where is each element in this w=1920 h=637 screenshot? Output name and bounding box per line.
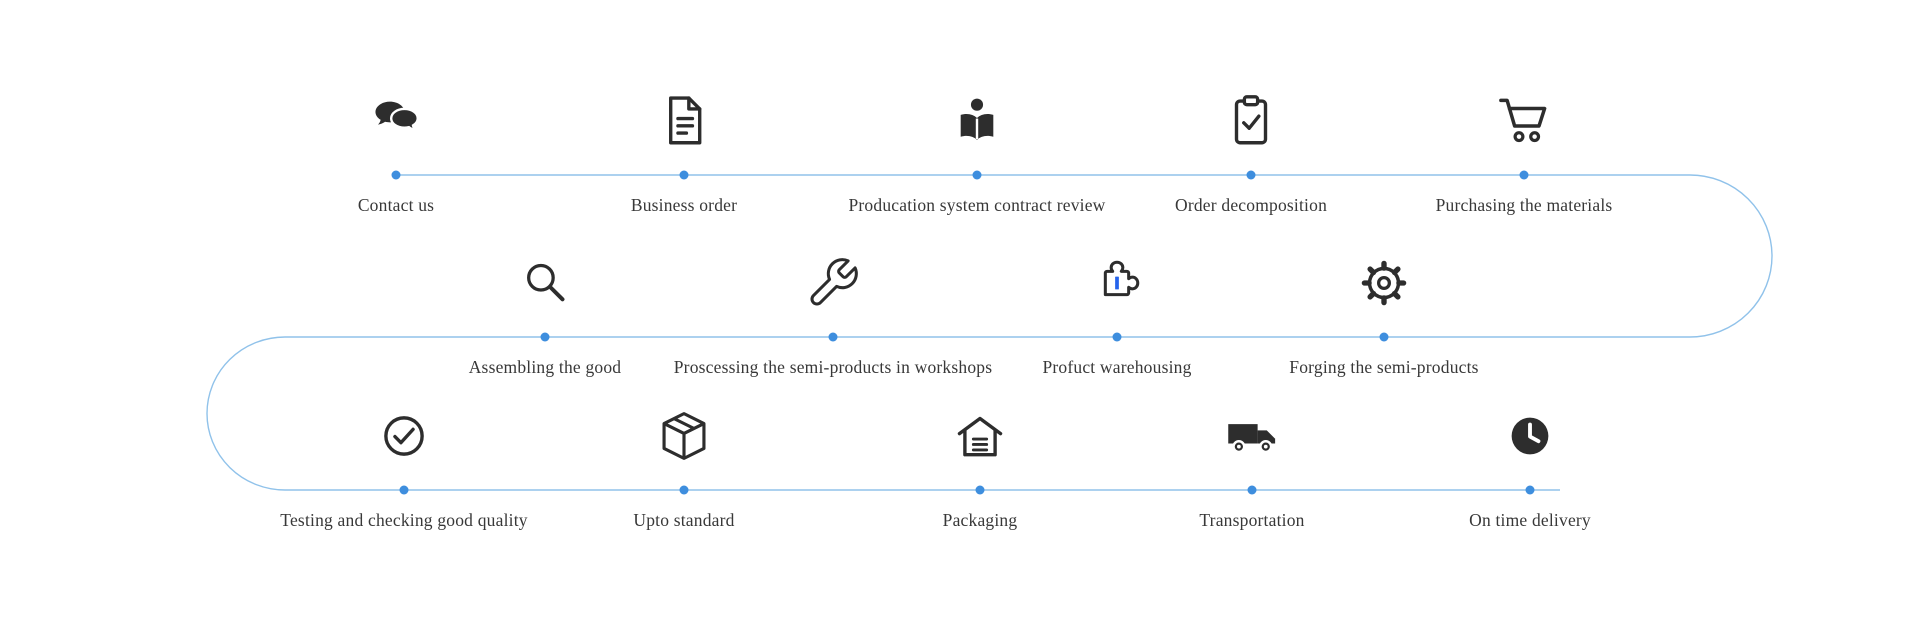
warehouse-icon — [951, 407, 1009, 465]
step-label: Upto standard — [633, 510, 735, 530]
step-label: Forging the semi-products — [1289, 357, 1479, 377]
step-label: Order decomposition — [1174, 195, 1328, 215]
step-dot — [399, 485, 409, 495]
step-dot — [828, 332, 838, 342]
step-dot — [1519, 170, 1529, 180]
step-on-time-delivery: On time delivery — [1300, 380, 1760, 595]
step-assembling: Assembling the good — [315, 227, 775, 442]
step-label: Producation system contract review — [848, 195, 1106, 215]
step-label: Contact us — [357, 195, 435, 215]
step-contact-us: Contact us — [166, 65, 626, 280]
document-icon — [655, 92, 713, 150]
step-label: Profuct warehousing — [1042, 357, 1192, 377]
step-dot — [1525, 485, 1535, 495]
check-circle-icon — [375, 407, 433, 465]
magnifier-icon — [517, 255, 573, 311]
step-dot — [972, 170, 982, 180]
package-box-icon — [655, 407, 713, 465]
step-label: Business order — [630, 195, 738, 215]
step-purchasing-materials: Purchasing the materials — [1294, 65, 1754, 280]
step-label: Testing and checking good quality — [280, 510, 528, 530]
person-reading-icon — [948, 92, 1006, 150]
step-dot — [679, 170, 689, 180]
clipboard-check-icon — [1222, 92, 1280, 150]
step-label: Proscessing the semi-products in worksho… — [673, 357, 993, 377]
chat-icon — [367, 92, 425, 150]
step-workshops: Proscessing the semi-products in worksho… — [603, 227, 1063, 442]
puzzle-icon — [1089, 255, 1145, 311]
step-dot — [679, 485, 689, 495]
step-packaging: Packaging — [750, 380, 1210, 595]
step-label: Purchasing the materials — [1435, 195, 1613, 215]
step-contract-review: Producation system contract review — [747, 65, 1207, 280]
step-order-decomposition: Order decomposition — [1021, 65, 1481, 280]
step-upto-standard: Upto standard — [454, 380, 914, 595]
step-label: Packaging — [942, 510, 1018, 530]
step-dot — [391, 170, 401, 180]
shopping-cart-icon — [1494, 91, 1554, 151]
step-label: Transportation — [1199, 510, 1305, 530]
step-transportation: Transportation — [1022, 380, 1482, 595]
step-dot — [1379, 332, 1389, 342]
step-dot — [1246, 170, 1256, 180]
step-dot — [1112, 332, 1122, 342]
gear-icon — [1356, 255, 1412, 311]
step-label: Assembling the good — [468, 357, 622, 377]
step-dot — [1247, 485, 1257, 495]
step-quality-testing: Testing and checking good quality — [174, 380, 634, 595]
wrench-icon — [805, 255, 861, 311]
step-warehousing: Profuct warehousing — [887, 227, 1347, 442]
step-dot — [540, 332, 550, 342]
step-label: On time delivery — [1469, 510, 1591, 530]
step-forging: Forging the semi-products — [1154, 227, 1614, 442]
truck-icon — [1222, 406, 1282, 466]
step-business-order: Business order — [454, 65, 914, 280]
clock-icon — [1501, 407, 1559, 465]
step-dot — [975, 485, 985, 495]
